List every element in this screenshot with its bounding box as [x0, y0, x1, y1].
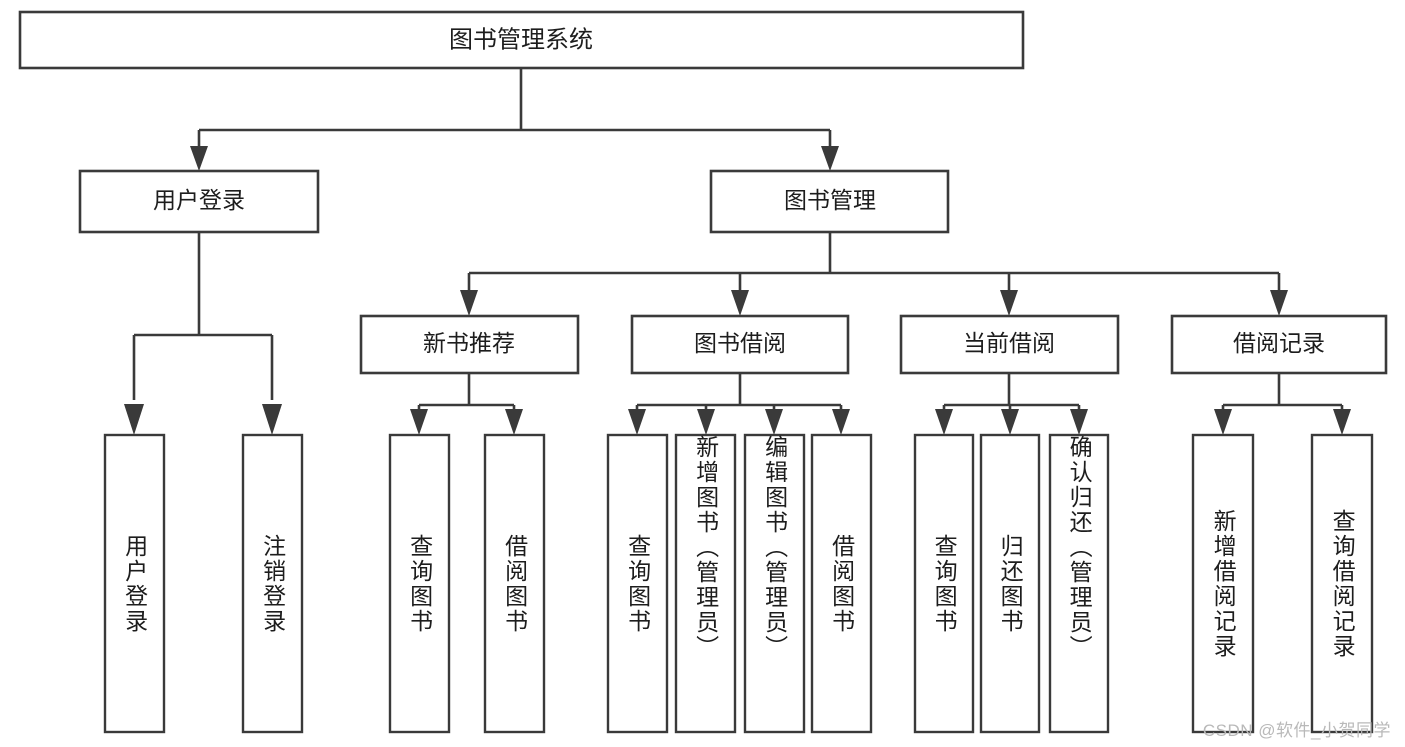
- node-current-borrow[interactable]: 当前借阅: [899, 314, 1120, 375]
- node-new-book-rec[interactable]: 新书推荐: [359, 314, 580, 375]
- node-book-manage-box[interactable]: [709, 169, 950, 234]
- node-user-login-box[interactable]: [78, 169, 320, 234]
- arrow-leaf-query-record: [1333, 409, 1351, 435]
- node-current-borrow-box[interactable]: [899, 314, 1120, 375]
- node-root-label: 图书管理系统: [449, 26, 593, 53]
- arrow-leaf-confirm-return: [1070, 409, 1088, 435]
- node-book-borrow-box[interactable]: [630, 314, 850, 375]
- node-leaf-query-book-2-box[interactable]: [606, 433, 669, 734]
- node-leaf-query-book-3-box[interactable]: [913, 433, 975, 734]
- arrow-leaf-query-book-1: [410, 409, 428, 435]
- arrow-book-borrow: [731, 290, 749, 316]
- arrow-leaf-add-record: [1214, 409, 1232, 435]
- node-root-box[interactable]: [18, 10, 1025, 70]
- node-leaf-query-book-1-box[interactable]: [388, 433, 451, 734]
- arrow-leaf-user-login: [124, 404, 144, 435]
- arrow-leaf-query-book-2: [628, 409, 646, 435]
- node-leaf-borrow-book-2-box[interactable]: [810, 433, 873, 734]
- leaf-boxes: [103, 433, 1374, 734]
- arrow-leaf-query-book-3: [935, 409, 953, 435]
- node-new-book-rec-box[interactable]: [359, 314, 580, 375]
- node-book-borrow-label: 图书借阅: [694, 330, 786, 356]
- node-current-borrow-label: 当前借阅: [963, 330, 1055, 356]
- node-leaf-edit-book-box[interactable]: [743, 433, 806, 734]
- node-borrow-record-label: 借阅记录: [1233, 330, 1325, 356]
- node-leaf-logout-box[interactable]: [241, 433, 304, 734]
- arrow-new-book-rec: [460, 290, 478, 316]
- node-user-login-label: 用户登录: [153, 187, 245, 213]
- node-borrow-record-box[interactable]: [1170, 314, 1388, 375]
- node-borrow-record[interactable]: 借阅记录: [1170, 314, 1388, 375]
- arrow-current-borrow: [1000, 290, 1018, 316]
- arrow-user-login: [190, 146, 208, 171]
- node-root[interactable]: 图书管理系统: [18, 10, 1025, 70]
- arrow-leaf-borrow-book-2: [832, 409, 850, 435]
- node-leaf-confirm-return-box[interactable]: [1048, 433, 1110, 734]
- node-leaf-borrow-book-1-box[interactable]: [483, 433, 546, 734]
- node-new-book-rec-label: 新书推荐: [423, 330, 515, 356]
- arrow-leaf-return-book: [1001, 409, 1019, 435]
- node-leaf-query-record-box[interactable]: [1310, 433, 1374, 734]
- arrow-book-manage: [821, 146, 839, 171]
- node-book-borrow[interactable]: 图书借阅: [630, 314, 850, 375]
- node-leaf-add-record-box[interactable]: [1191, 433, 1255, 734]
- node-leaf-return-book-box[interactable]: [979, 433, 1041, 734]
- node-book-manage[interactable]: 图书管理: [709, 169, 950, 234]
- arrow-leaf-borrow-book-1: [505, 409, 523, 435]
- csdn-watermark: CSDN @软件_小贺同学: [1202, 721, 1391, 740]
- arrow-leaf-edit-book: [765, 409, 783, 435]
- arrow-borrow-record: [1270, 290, 1288, 316]
- node-user-login[interactable]: 用户登录: [78, 169, 320, 234]
- node-leaf-add-book-box[interactable]: [674, 433, 737, 734]
- arrow-leaf-add-book: [697, 409, 715, 435]
- arrow-leaf-logout: [262, 404, 282, 435]
- connector-group: [124, 68, 1351, 435]
- node-leaf-user-login-box[interactable]: [103, 433, 166, 734]
- node-book-manage-label: 图书管理: [784, 187, 876, 213]
